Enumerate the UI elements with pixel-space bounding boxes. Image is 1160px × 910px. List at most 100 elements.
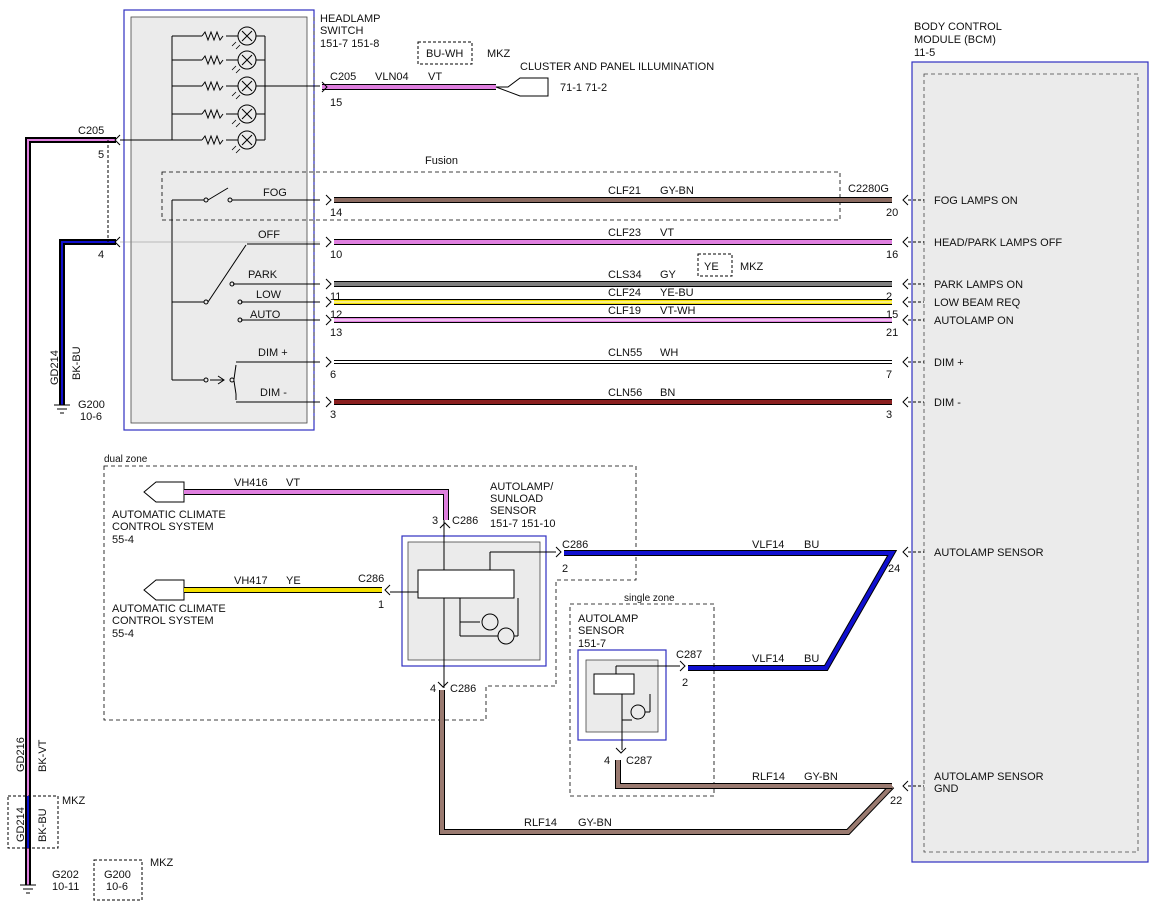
wire-circuit: CLF23: [608, 227, 641, 239]
headlamp-switch-title: HEADLAMP: [320, 13, 381, 25]
sunload-sensor-panel: [407, 541, 541, 661]
wire-pin-left: 14: [330, 207, 342, 219]
vh416-color: VT: [286, 477, 300, 489]
wire-vh416: [184, 490, 448, 520]
bcm-autolamp-gnd-2: GND: [934, 783, 959, 795]
vlf14a-color: BU: [804, 539, 819, 551]
illumination-bulbs: [120, 26, 320, 154]
wire-color: GY: [660, 269, 677, 281]
cluster-box-label: BU-WH: [426, 48, 463, 60]
rlf14b-color: GY-BN: [804, 771, 838, 783]
wire-circuit: CLF19: [608, 305, 641, 317]
switch-label-low: LOW: [256, 289, 282, 301]
sunload-title-3: SENSOR: [490, 505, 537, 517]
headlamp-switch-refs: 151-7 151-8: [320, 38, 379, 50]
bcm-autolamp-sensor: AUTOLAMP SENSOR: [934, 547, 1044, 559]
fusion-box: [161, 171, 841, 221]
wire-bcm-label: HEAD/PARK LAMPS OFF: [934, 237, 1062, 249]
switch-label-fog: FOG: [263, 187, 287, 199]
bcm-autolamp-gnd-1: AUTOLAMP SENSOR: [934, 771, 1044, 783]
acc2-ref: 55-4: [112, 628, 134, 640]
single-title-2: SENSOR: [578, 625, 625, 637]
vlf14b-circuit: VLF14: [752, 653, 784, 665]
rlf14b-circuit: RLF14: [752, 771, 785, 783]
wire-pin-left: 11: [330, 291, 341, 303]
g200b-ref: 10-6: [106, 881, 128, 893]
vh416-circuit: VH416: [234, 477, 268, 489]
bcm-title: BODY CONTROL: [914, 21, 1002, 33]
mkz1-label: MKZ: [62, 795, 86, 807]
switch-label-dim-minus: DIM -: [260, 387, 287, 399]
sunload-refs: 151-7 151-10: [490, 518, 555, 530]
bk-bu-label: BK-BU: [71, 346, 83, 380]
cluster-mkz: MKZ: [487, 48, 511, 60]
wire-rlf14-single: [616, 760, 892, 788]
cluster-refs: 71-1 71-2: [560, 82, 607, 94]
wire-cln55: CLN55 WH 6 7 DIM +: [325, 347, 964, 381]
wire-bcm-label: LOW BEAM REQ: [934, 297, 1021, 309]
left-ground-wires: [25, 134, 121, 885]
bcm-ref: 11-5: [914, 47, 935, 59]
wire-color: VT-WH: [660, 305, 695, 317]
single-gnd-conn: C287: [626, 755, 652, 767]
wire-circuit: CLF21: [608, 185, 641, 197]
sunload-title-2: SUNLOAD: [490, 493, 543, 505]
sunload-out-pin: 2: [562, 563, 568, 575]
wire-circuit: CLF24: [608, 287, 641, 299]
bk-vt-label: BK-VT: [37, 739, 49, 772]
sunload-gnd-pin: 4: [430, 683, 436, 695]
wire-pin-right: 20: [886, 207, 898, 219]
gd214b-label: GD214: [15, 807, 27, 842]
vh417-pin: 1: [378, 599, 384, 611]
wire-color: VT: [660, 227, 674, 239]
bk-bu2-label: BK-BU: [37, 808, 49, 842]
g200-ref: 10-6: [80, 411, 102, 423]
acc1-title-2: CONTROL SYSTEM: [112, 521, 214, 533]
wire-circuit: CLS34: [608, 269, 642, 281]
gd214-label: GD214: [49, 350, 61, 385]
single-zone-label: single zone: [624, 593, 675, 604]
wire-pin-right: 3: [886, 409, 892, 421]
wire-pin-right: 16: [886, 249, 898, 261]
acc2-title-1: AUTOMATIC CLIMATE: [112, 603, 226, 615]
sunload-gnd-conn: C286: [450, 683, 476, 695]
g202-ref: 10-11: [52, 881, 79, 893]
wire-pin-left: 6: [330, 369, 336, 381]
bcm-title2: MODULE (BCM): [914, 34, 996, 46]
g200b-label: G200: [104, 869, 131, 881]
single-gnd-pin: 4: [604, 755, 610, 767]
wire-color: WH: [660, 347, 678, 359]
vh417-conn: C286: [358, 573, 384, 585]
single-pin: 2: [682, 677, 688, 689]
wire-color: YE-BU: [660, 287, 694, 299]
wire-color: BN: [660, 387, 675, 399]
pin22-label: 22: [890, 795, 902, 807]
vlf14b-color: BU: [804, 653, 819, 665]
vh416-conn: C286: [452, 515, 478, 527]
left-pin5: 5: [98, 149, 104, 161]
wire-pin-right: 7: [886, 369, 892, 381]
mkz2-label: MKZ: [150, 857, 174, 869]
pin24-label: 24: [888, 563, 900, 575]
wire-bcm-label: DIM -: [934, 397, 961, 409]
wire-pin-left: 13: [330, 327, 342, 339]
vh417-circuit: VH417: [234, 575, 268, 587]
wire-bcm-label: DIM +: [934, 357, 964, 369]
switch-contacts: [120, 187, 320, 403]
wire-bcm-label: AUTOLAMP ON: [934, 315, 1014, 327]
wire-color: GY-BN: [660, 185, 694, 197]
cluster-circuit: VLN04: [375, 71, 409, 83]
vlf14a-circuit: VLF14: [752, 539, 784, 551]
wire-pin-right: 21: [886, 327, 898, 339]
left-pin4: 4: [98, 249, 104, 261]
dual-zone-label: dual zone: [104, 454, 148, 465]
c2280g-label: C2280G: [848, 183, 889, 195]
cluster-dest: CLUSTER AND PANEL ILLUMINATION: [520, 61, 714, 73]
wire-circuit: CLN55: [608, 347, 642, 359]
g200-label: G200: [78, 399, 105, 411]
dual-zone-box: [103, 465, 637, 721]
